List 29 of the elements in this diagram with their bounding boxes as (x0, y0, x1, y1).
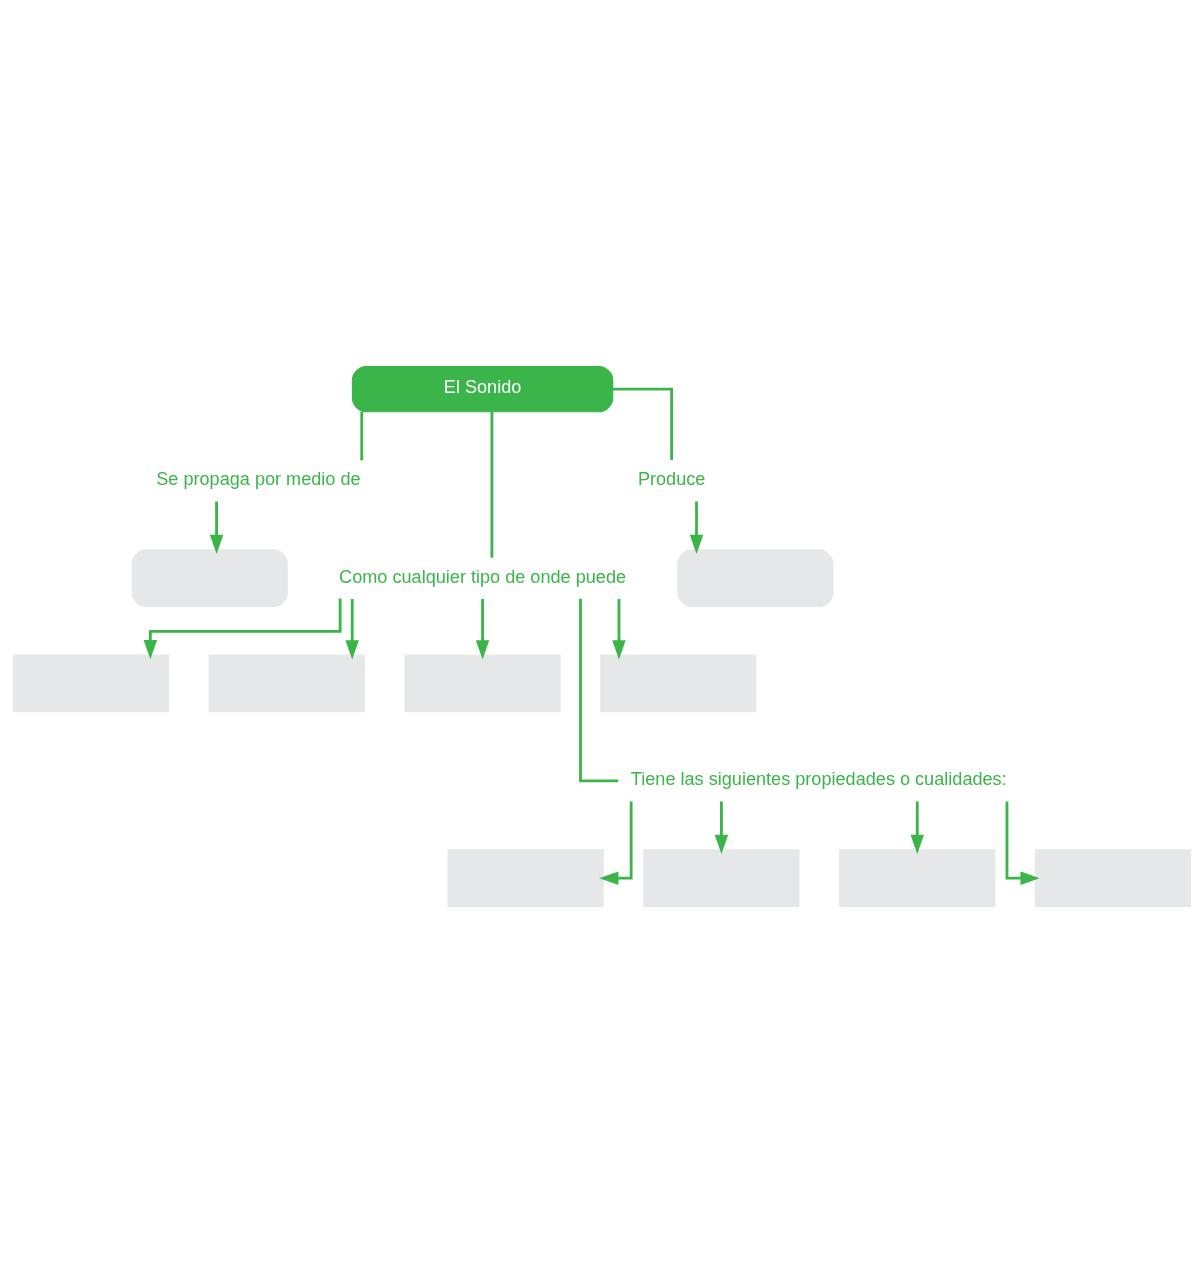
arrow (599, 801, 633, 885)
connector (490, 411, 494, 558)
arrow (345, 599, 359, 660)
connector (612, 387, 674, 461)
node-box (404, 654, 561, 713)
node-box (677, 549, 834, 608)
node-text: Como cualquier tipo de onde puede (339, 566, 627, 587)
arrow (143, 598, 342, 660)
node-box (1034, 849, 1192, 908)
connector (360, 411, 364, 461)
node-box (208, 654, 365, 713)
connector (579, 598, 619, 783)
node-box (643, 849, 800, 908)
node-box (447, 849, 604, 908)
node-box (12, 654, 170, 713)
node-box (131, 549, 288, 608)
arrow (689, 501, 704, 555)
arrow (209, 501, 224, 555)
node-text: Produce (637, 469, 706, 490)
arrow (1005, 801, 1040, 885)
node-box: El Sonido (351, 365, 614, 413)
arrow (910, 801, 924, 855)
node-text: Se propaga por medio de (156, 469, 361, 490)
node-text: Tiene las siguientes propiedades o cualidades: (630, 769, 1007, 790)
arrow (714, 801, 729, 855)
arrow (475, 599, 490, 660)
arrow (612, 599, 626, 660)
node-box (600, 654, 757, 713)
node-box (839, 849, 996, 908)
